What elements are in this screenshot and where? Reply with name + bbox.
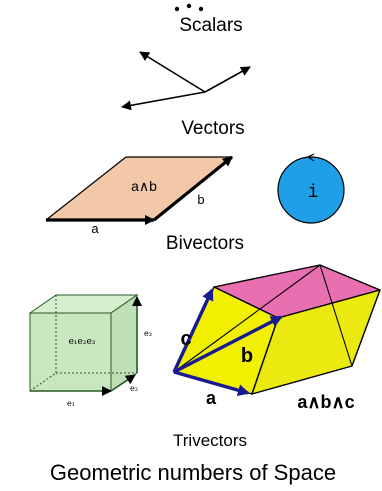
page-title: Geometric numbers of Space bbox=[50, 460, 336, 485]
wedge-abc-label: a∧b∧c bbox=[297, 392, 354, 412]
wedge-ab-label: a∧b bbox=[131, 178, 157, 194]
parallelepiped-inner-edge bbox=[173, 264, 321, 373]
bivector-a-label: a bbox=[91, 221, 99, 236]
bivector-b-label: b bbox=[197, 192, 204, 207]
vector-arrow bbox=[204, 66, 251, 93]
parallelepiped-inner-edge bbox=[319, 264, 353, 367]
bivector-circle: i bbox=[277, 153, 345, 224]
trivector-a-arrow bbox=[173, 370, 250, 397]
trivectors-label: Trivectors bbox=[173, 431, 247, 450]
cube-front-face bbox=[29, 312, 112, 392]
scalar-dot bbox=[198, 6, 204, 12]
trivector-c-label: c bbox=[180, 328, 191, 350]
trivector-parallelepiped bbox=[173, 264, 381, 395]
trivector-b-label: b bbox=[241, 345, 253, 367]
orientation-arrow-icon bbox=[306, 153, 315, 162]
vectors-label: Vectors bbox=[181, 118, 244, 139]
cube-e1-label: e₁ bbox=[67, 399, 75, 408]
scalar-dot bbox=[186, 3, 192, 9]
parallelogram-edge bbox=[45, 156, 127, 221]
scalars-label: Scalars bbox=[179, 15, 242, 36]
cube-hidden-edge bbox=[29, 372, 57, 392]
bivector-area bbox=[46, 157, 232, 220]
unit-circle-disc bbox=[277, 156, 345, 224]
circle-i-label: i bbox=[308, 183, 319, 203]
scalars-section: Scalars bbox=[174, 3, 243, 36]
trivector-a-label: a bbox=[206, 388, 217, 408]
cube-center-label: e₁e₂e₃ bbox=[69, 337, 96, 347]
bivector-parallelogram: a∧b a b bbox=[45, 155, 234, 236]
vector-arrow bbox=[139, 51, 206, 93]
trivector-b-arrow bbox=[173, 315, 283, 374]
cube-e3-label: e₃ bbox=[144, 329, 152, 338]
vectors-section bbox=[121, 51, 251, 111]
bivectors-label: Bivectors bbox=[166, 233, 244, 254]
cube-e2-label: e₂ bbox=[130, 384, 138, 393]
trivector-c-arrow bbox=[172, 288, 214, 373]
trivector-arrows bbox=[172, 288, 283, 397]
vector-b-arrow bbox=[152, 155, 234, 222]
vector-arrow bbox=[121, 91, 206, 111]
scalar-dot bbox=[174, 6, 180, 12]
trivector-cube bbox=[28, 294, 142, 396]
cube-e2-arrow bbox=[110, 374, 136, 392]
